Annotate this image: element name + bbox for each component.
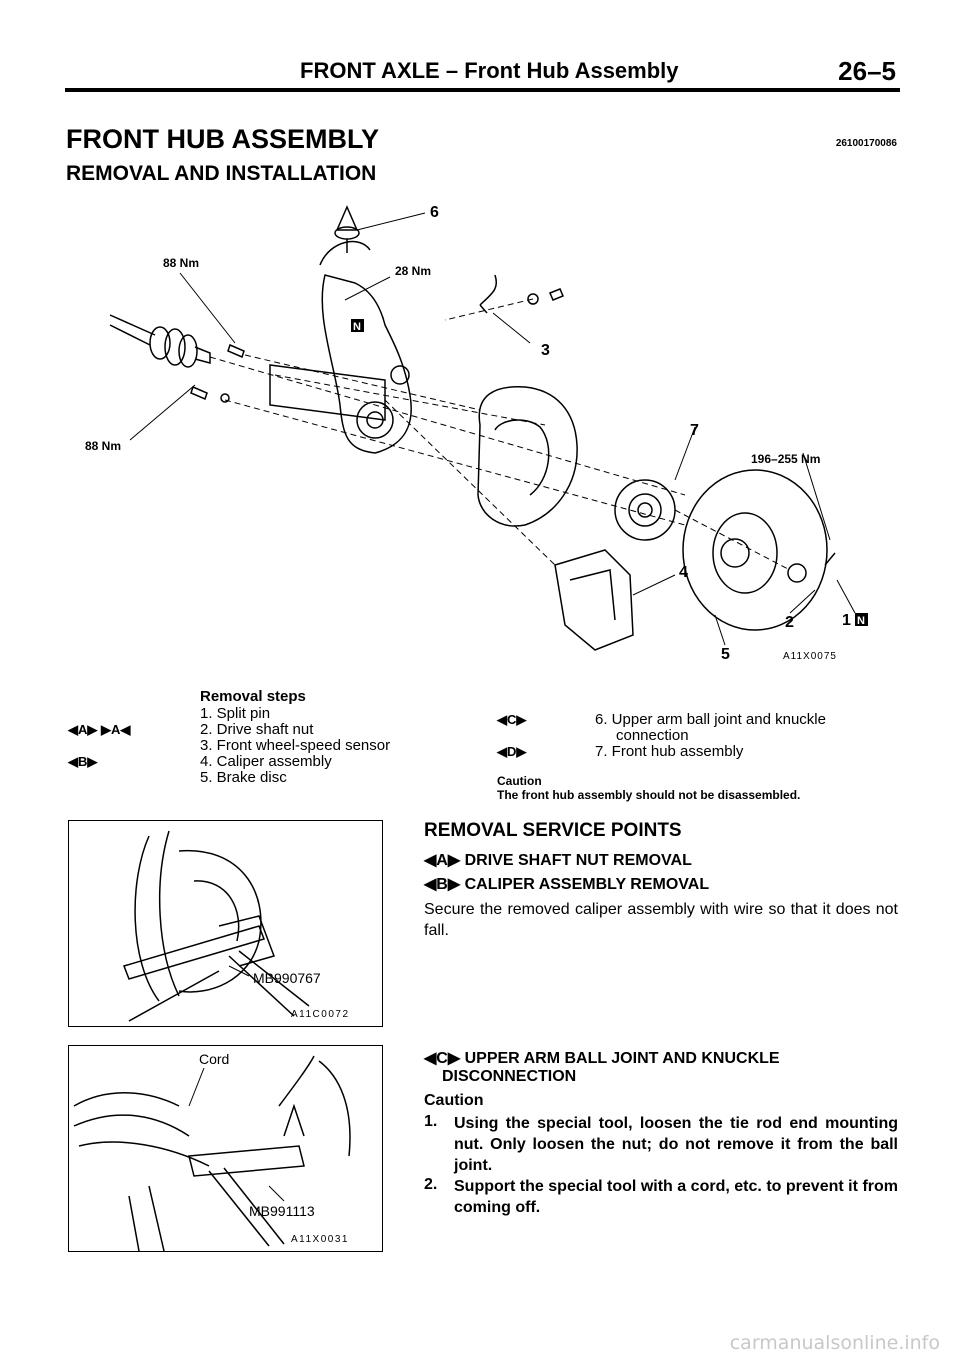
step-4: 4. Caliper assembly <box>200 753 332 770</box>
section-title: FRONT HUB ASSEMBLY <box>66 124 380 154</box>
watermark: carmanualsonline.info <box>729 1332 940 1354</box>
document-code: 26100170086 <box>835 138 897 149</box>
step-6: 6. Upper arm ball joint and knuckle <box>595 711 826 728</box>
item-2-number: 2. <box>424 1176 438 1193</box>
page-number: 26–5 <box>838 56 896 86</box>
cord-label: Cord <box>199 1051 229 1067</box>
figure-ball-joint-disconnect: Cord MB991113 A11X0031 <box>68 1045 383 1252</box>
figure-balljoint-illustration: Cord MB991113 A11X0031 <box>73 1051 351 1252</box>
mark-a: ◀A▶ ▶A◀ <box>68 722 131 737</box>
callout-7: 7 <box>690 422 699 439</box>
section-subtitle: REMOVAL AND INSTALLATION <box>66 162 377 185</box>
mark-c: ◀C▶ <box>497 712 527 727</box>
service-a-title: ◀A▶ DRIVE SHAFT NUT REMOVAL <box>424 852 692 869</box>
callout-88nm-lower: 88 Nm <box>85 439 121 453</box>
step-6-cont: connection <box>616 727 689 744</box>
header-rule <box>65 88 900 92</box>
callout-3: 3 <box>541 342 550 359</box>
service-c-title-cont: DISCONNECTION <box>442 1068 577 1085</box>
item-2-text: Support the special tool with a cord, et… <box>454 1178 898 1216</box>
callout-4: 4 <box>679 564 688 581</box>
step-7: 7. Front hub assembly <box>595 743 744 760</box>
nonreusable-n-icon: N N <box>351 319 868 627</box>
step-5: 5. Brake disc <box>200 769 287 786</box>
figure-code: A11X0031 <box>291 1234 349 1245</box>
callout-88nm-upper: 88 Nm <box>163 256 199 270</box>
figure-caliper-illustration: MB990767 A11C0072 <box>123 830 350 1022</box>
service-points-heading: REMOVAL SERVICE POINTS <box>424 820 682 841</box>
step-3: 3. Front wheel-speed sensor <box>200 737 391 754</box>
exploded-diagram: 6 28 Nm 88 Nm 3 88 Nm 7 196–255 Nm 4 2 1… <box>85 204 868 663</box>
removal-steps-heading: Removal steps <box>200 688 306 705</box>
svg-text:N: N <box>353 321 361 333</box>
figure-caliper-removal: MB990767 A11C0072 <box>68 820 383 1027</box>
step-2: 2. Drive shaft nut <box>200 721 314 738</box>
service-b-body: Secure the removed caliper assembly with… <box>424 901 898 939</box>
tool-number: MB991113 <box>249 1203 315 1219</box>
callout-2: 2 <box>785 614 794 631</box>
mark-b: ◀B▶ <box>68 754 98 769</box>
callout-196-255nm: 196–255 Nm <box>751 452 820 466</box>
tool-number: MB990767 <box>253 970 321 986</box>
callout-1: 1 <box>842 612 851 629</box>
figure-code: A11C0072 <box>291 1009 350 1020</box>
caution-label: Caution <box>497 774 542 788</box>
svg-text:N: N <box>857 615 865 627</box>
mark-d: ◀D▶ <box>497 744 527 759</box>
diagram-code: A11X0075 <box>783 651 837 662</box>
item-1-number: 1. <box>424 1113 438 1130</box>
service-c-caution-label: Caution <box>424 1092 484 1109</box>
callout-28nm: 28 Nm <box>395 264 431 278</box>
item-1-text: Using the special tool, loosen the tie r… <box>454 1115 898 1174</box>
service-b-title: ◀B▶ CALIPER ASSEMBLY REMOVAL <box>424 876 710 893</box>
callout-6: 6 <box>430 204 439 221</box>
service-c-title: ◀C▶ UPPER ARM BALL JOINT AND KNUCKLE <box>424 1050 780 1067</box>
step-1: 1. Split pin <box>200 705 271 722</box>
callout-5: 5 <box>721 646 730 663</box>
running-header-title: FRONT AXLE – Front Hub Assembly <box>300 58 679 83</box>
caution-text: The front hub assembly should not be dis… <box>497 788 801 802</box>
